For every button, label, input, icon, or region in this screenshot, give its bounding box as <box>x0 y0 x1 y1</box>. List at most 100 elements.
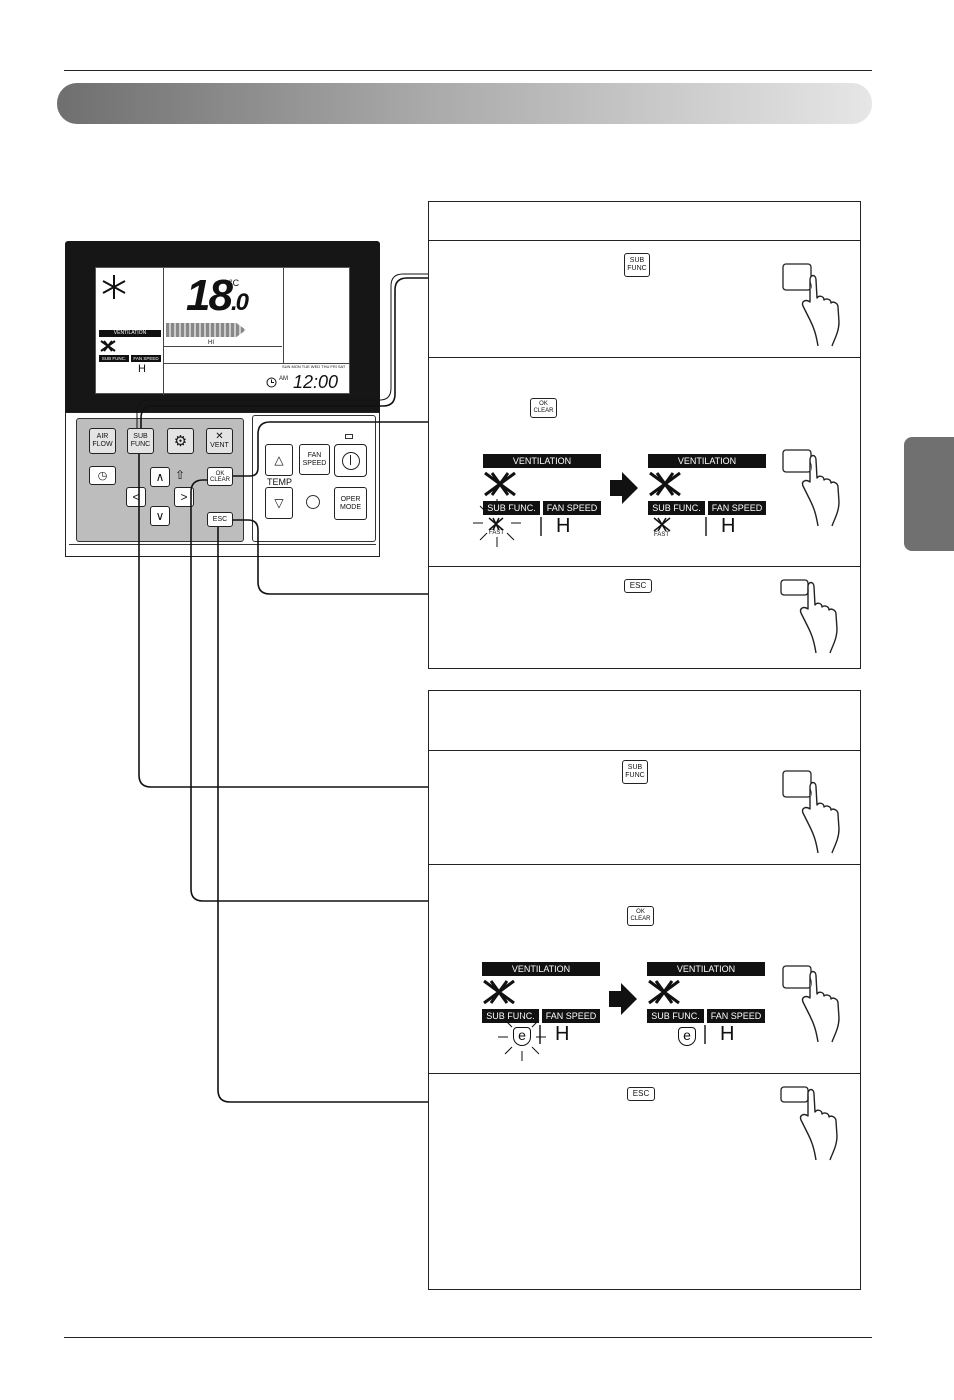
panel2-divider-step3 <box>429 1073 860 1074</box>
panel2-before-vent-icon <box>482 979 516 1005</box>
vent-icon: ✕ <box>215 431 224 442</box>
right-button[interactable]: > <box>174 487 194 507</box>
top-rule <box>64 70 872 71</box>
panel2-display-before-subfunc: SUB FUNC. <box>482 1009 539 1023</box>
power-led <box>345 434 353 439</box>
gear-icon: ⚙ <box>173 432 188 450</box>
connector-subfunc-panel2 <box>138 454 428 788</box>
cooling-snowflake-icon <box>102 275 126 299</box>
connector-subfunc-panel1-inner <box>136 273 428 428</box>
panel1-before-vent-icon <box>483 471 517 497</box>
panel2-after-vent-icon <box>647 979 681 1005</box>
panel-energy-saving-ventilation <box>428 690 861 1290</box>
timer-button[interactable]: ◷ <box>89 466 116 485</box>
lcd-hbar <box>164 346 282 347</box>
panel1-esc-key: ESC <box>624 579 652 593</box>
panel1-display-after-ventilation: VENTILATION <box>648 454 766 468</box>
panel1-divider-step2 <box>429 357 860 358</box>
panel1-display-after-fast: FAST <box>654 532 670 538</box>
lcd-sub-func-label: SUB FUNC. <box>99 355 129 362</box>
temp-up-button[interactable]: △ <box>265 444 293 476</box>
esc-button[interactable]: ESC <box>207 512 233 527</box>
lcd-ventilation-label: VENTILATION <box>99 330 161 337</box>
lcd-temperature: 18.0 <box>186 271 249 320</box>
lcd-fan-value: H <box>138 363 146 375</box>
power-button[interactable] <box>334 444 367 477</box>
home-icon: ⇧ <box>175 468 186 482</box>
panel1-display-before-ventilation: VENTILATION <box>483 454 601 468</box>
panel1-display-before-fanspeed: FAN SPEED <box>543 501 601 515</box>
down-button[interactable]: ∨ <box>150 506 170 526</box>
lcd-clock-ampm: AM <box>279 376 288 382</box>
panel2-display-after-fanspeed: FAN SPEED <box>707 1009 765 1023</box>
panel2-arrow-icon <box>609 983 637 1015</box>
connector-esc-panel1 <box>233 519 428 595</box>
lcd-fan-speed-label: FAN SPEED <box>131 355 161 362</box>
panel1-display-after-fan-value: H <box>721 515 736 537</box>
temp-label: TEMP <box>267 477 293 487</box>
panel1-divider-title <box>429 240 860 241</box>
remote-lcd: 18.0 °C HI VENTILATION SUB FUNC. FAN SPE… <box>95 267 350 395</box>
vent-button[interactable]: ✕ VENT <box>206 428 233 454</box>
panel2-blink-rays <box>497 1012 547 1062</box>
settings-button[interactable]: ⚙ <box>167 428 194 454</box>
panel-fast-ventilation <box>428 201 861 669</box>
panel1-after-vent-icon <box>648 471 682 497</box>
connector-okclear-panel1 <box>233 421 428 477</box>
panel1-arrow-icon <box>610 472 638 504</box>
panel2-display-before-fanspeed: FAN SPEED <box>542 1009 600 1023</box>
connector-esc-panel2 <box>217 527 428 1103</box>
panel1-display-after-fanspeed: FAN SPEED <box>708 501 766 515</box>
panel2-display-after-fan-value: H <box>720 1023 735 1045</box>
indicator-circle <box>306 495 320 509</box>
lcd-unit: °C <box>229 278 240 288</box>
panel2-display-before-ventilation: VENTILATION <box>482 962 600 976</box>
panel2-display-after-eco-icon: e <box>678 1027 696 1046</box>
temp-down-button[interactable]: ▽ <box>265 487 293 519</box>
panel1-divider-step3 <box>429 566 860 567</box>
panel1-display-before-fast: FAST <box>489 530 505 536</box>
title-banner <box>57 83 872 124</box>
bottom-rule <box>64 1337 872 1338</box>
connector-subfunc-panel1 <box>140 277 428 428</box>
up-button[interactable]: ∧ <box>150 467 170 487</box>
lcd-clock-icon <box>266 377 277 388</box>
panel1-before-fast-icon <box>488 517 504 531</box>
connector-okclear-panel2 <box>190 479 428 902</box>
clock-icon: ◷ <box>97 469 108 482</box>
panel2-display-after-ventilation: VENTILATION <box>647 962 765 976</box>
lcd-vent-icon <box>100 340 116 352</box>
lcd-bar-label: HI <box>208 340 214 346</box>
panel2-divider-step2 <box>429 864 860 865</box>
panel1-display-after-subfunc: SUB FUNC. <box>648 501 705 515</box>
panel2-divider-title <box>429 750 860 751</box>
lcd-divider-v2 <box>163 268 164 395</box>
panel2-esc-key: ESC <box>627 1087 655 1101</box>
lcd-divider-h <box>163 363 350 364</box>
power-icon <box>341 451 360 470</box>
hand-press-icons <box>780 263 840 1161</box>
panel1-after-fast-icon <box>653 517 671 532</box>
panel2-display-before-eco-icon: e <box>513 1027 531 1046</box>
lcd-clock-time: 12:00 <box>293 372 339 392</box>
remote-bottom-edge <box>69 544 376 554</box>
remote-right-pad <box>252 415 376 542</box>
chapter-tab <box>904 437 954 551</box>
lcd-airflow-bar <box>166 323 246 337</box>
panel2-display-after-subfunc: SUB FUNC. <box>647 1009 704 1023</box>
panel2-display-before-fan-value: H <box>555 1023 570 1045</box>
left-button[interactable]: < <box>126 487 146 507</box>
panel1-display-before-fan-value: H <box>556 515 571 537</box>
lcd-divider-v <box>283 268 284 363</box>
lcd-weekdays: SUN MON TUE WED THU FRI SAT <box>282 364 346 369</box>
